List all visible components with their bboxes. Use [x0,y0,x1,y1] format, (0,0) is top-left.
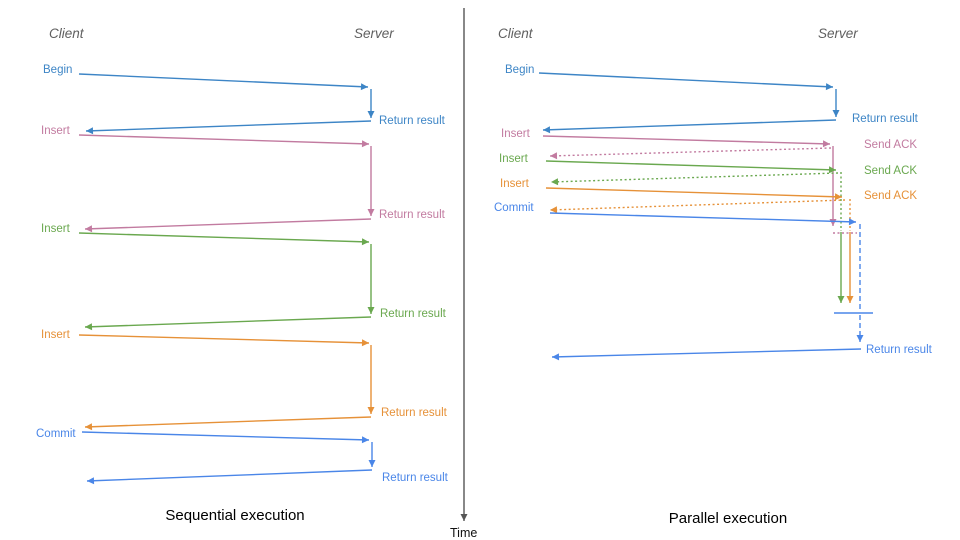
par-insert3-ack-line [549,199,846,214]
seq-server-header: Server [354,26,394,41]
par-insert2-request-line [545,160,837,174]
par-insert1-exchange [542,135,857,234]
par-begin-return-line [542,119,837,134]
par-insert2-label: Insert [499,153,528,165]
seq-panel-title: Sequential execution [165,507,305,524]
seq-insert3-return-label: Return result [381,407,447,419]
par-commit-label: Commit [494,202,534,214]
seq-insert2-exchange [78,232,375,331]
seq-commit-return-label: Return result [382,472,448,484]
par-commit-exchange [549,212,861,311]
par-insert2-ack-label: Send ACK [864,165,918,177]
seq-insert1-request-line [78,134,370,148]
seq-insert2-request-line [78,232,370,246]
par-insert3-request-line [545,187,843,201]
seq-insert3-request-line [78,334,370,347]
seq-insert3-label: Insert [41,329,70,341]
seq-insert3-return-line [84,416,372,431]
seq-client-header: Client [49,26,84,41]
par-server-header: Server [818,26,858,41]
par-begin-exchange [538,72,840,134]
seq-begin-label: Begin [43,64,73,76]
seq-commit-label: Commit [36,428,76,440]
seq-commit-request-line [81,431,370,444]
seq-commit-return-line [86,469,373,485]
seq-insert1-label: Insert [41,125,70,137]
seq-commit-exchange [81,431,376,485]
par-commit-request-line [549,212,857,226]
par-final-return-line [551,348,862,361]
par-panel-title: Parallel execution [668,510,788,527]
seq-insert1-return-label: Return result [379,209,445,221]
seq-begin-return-label: Return result [379,115,445,127]
time-axis-label: Time [450,526,478,540]
seq-insert1-return-line [84,218,372,233]
par-insert3-label: Insert [500,178,529,190]
seq-begin-request-line [78,73,369,91]
par-client-header: Client [498,26,533,41]
seq-insert2-return-label: Return result [380,308,446,320]
par-begin-request-line [538,72,834,91]
seq-insert2-label: Insert [41,223,70,235]
par-begin-label: Begin [505,64,535,76]
par-insert3-exchange [545,187,854,303]
par-insert2-exchange [545,160,845,303]
par-begin-return-label: Return result [852,113,918,125]
par-insert1-label: Insert [501,128,530,140]
seq-insert3-exchange [78,334,375,431]
par-insert1-request-line [542,135,831,148]
seq-insert1-exchange [78,134,375,233]
seq-insert2-return-line [84,316,372,331]
seq-begin-exchange [78,73,375,135]
seq-begin-return-line [85,120,372,135]
par-insert1-ack-label: Send ACK [864,139,918,151]
par-insert1-ack-line [549,147,832,160]
par-final-return-label: Return result [866,344,932,356]
par-insert2-ack-line [550,172,839,186]
par-sync-and-return [551,312,873,361]
par-insert3-ack-label: Send ACK [864,190,918,202]
